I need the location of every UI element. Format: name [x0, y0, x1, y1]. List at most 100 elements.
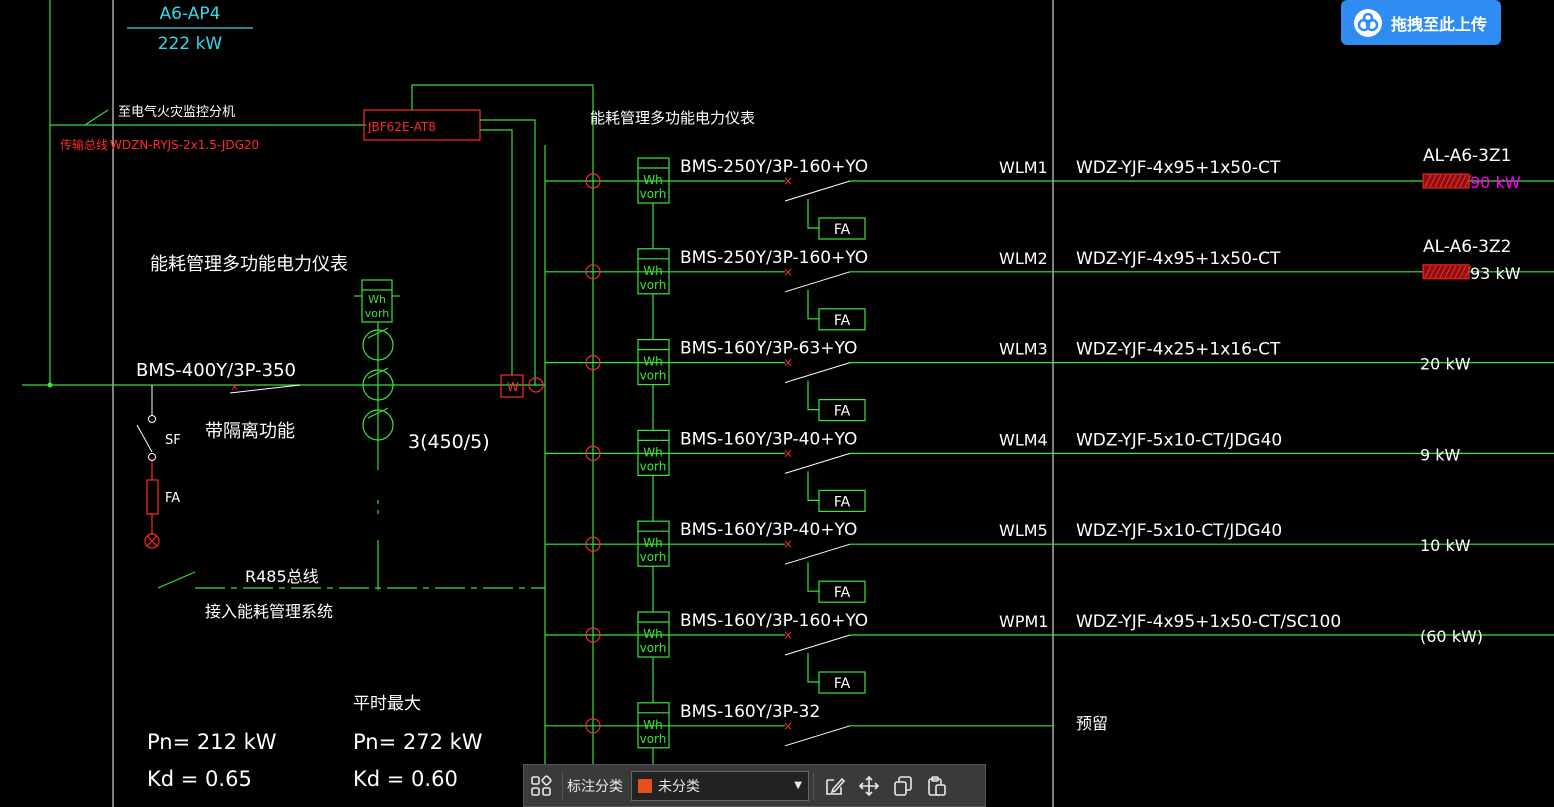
- meter-wh: Wh: [643, 355, 662, 369]
- ct-marker: [585, 445, 601, 461]
- circuit-id: WLM2: [999, 249, 1048, 268]
- breaker-x-mark: ×: [783, 446, 793, 460]
- hatch-line: [1459, 174, 1467, 188]
- fa-link-line: [807, 653, 819, 683]
- fa-box-label: FA: [834, 676, 851, 692]
- hatch-line: [1464, 265, 1472, 279]
- meter-wh: Wh: [643, 536, 662, 550]
- fa-box-label: FA: [834, 585, 851, 601]
- fa-link-line: [807, 471, 819, 501]
- normal-max-label: 平时最大: [353, 694, 421, 714]
- fa-link-line: [807, 199, 819, 229]
- w-box: [500, 374, 524, 398]
- kd-max: Kd = 0.60: [353, 767, 458, 791]
- fa-box: [818, 308, 866, 331]
- category-value: 未分类: [658, 778, 700, 795]
- upload-button[interactable]: 拖拽至此上传: [1341, 0, 1501, 45]
- feeder-node: [47, 382, 53, 388]
- sf-label: SF: [165, 433, 181, 448]
- circuit-id: WLM3: [999, 340, 1048, 359]
- ct-marker: [585, 718, 601, 734]
- isolation-label: 带隔离功能: [205, 421, 295, 442]
- edit-icon: [826, 777, 846, 795]
- fa-box-label: FA: [834, 404, 851, 420]
- rs485-tick: [157, 571, 196, 589]
- fa-link-line: [807, 562, 819, 592]
- hatch-line: [1464, 174, 1472, 188]
- move-button[interactable]: [852, 769, 886, 803]
- move-icon: [858, 775, 880, 796]
- chevron-down-icon: ▼: [794, 780, 802, 791]
- circuit-load: 93 kW: [1470, 264, 1521, 283]
- meter-wh: Wh: [643, 264, 662, 278]
- fa-box-label: FA: [834, 494, 851, 510]
- breaker-x-mark: ×: [783, 719, 793, 733]
- module-box: [363, 109, 481, 141]
- w-circle: [528, 377, 544, 393]
- ct-marker: [585, 264, 601, 280]
- circuit-breaker-label: BMS-160Y/3P-40+YO: [680, 520, 857, 540]
- circuit-load: 10 kW: [1420, 536, 1471, 555]
- ct-marker: [585, 627, 601, 643]
- module-link-w: [480, 129, 513, 375]
- hatch-line: [1439, 174, 1447, 188]
- svg-text:Wh: Wh: [368, 293, 386, 306]
- meter-vorh: vorh: [640, 641, 667, 655]
- toolbar-divider: [562, 771, 563, 800]
- fa-box: [818, 489, 866, 512]
- meter-title-left: 能耗管理多功能电力仪表: [150, 254, 348, 275]
- meter-vorh: vorh: [640, 187, 667, 201]
- circuit-cable: WDZ-YJF-4x25+1x16-CT: [1076, 340, 1281, 360]
- breaker-x-mark: ×: [783, 537, 793, 551]
- circuit-breaker-label: BMS-160Y/3P-40+YO: [680, 429, 857, 449]
- circuit-id: WLM4: [999, 430, 1048, 449]
- meter-vorh: vorh: [640, 732, 667, 746]
- w-box-label: W: [507, 380, 519, 394]
- meter-vorh: vorh: [640, 459, 667, 473]
- copy-button[interactable]: [886, 769, 920, 803]
- circuit-cable: WDZ-YJF-4x95+1x50-CT: [1076, 249, 1281, 269]
- circuit-load: (60 kW): [1420, 627, 1483, 646]
- circuit-cable: WDZ-YJF-4x95+1x50-CT: [1076, 158, 1281, 178]
- category-select[interactable]: 未分类 ▼: [631, 770, 809, 801]
- bus-line-label: 传输总线: [60, 137, 108, 152]
- panel-name: A6-AP4: [160, 4, 221, 24]
- hatch-line: [1444, 265, 1452, 279]
- breaker-blade: [784, 634, 851, 656]
- circuit-cable: 预留: [1076, 714, 1108, 733]
- fa-box: [818, 580, 866, 603]
- circuit-breaker-label: BMS-250Y/3P-160+YO: [680, 248, 868, 268]
- pn-max: Pn= 272 kW: [353, 730, 483, 754]
- circuit-breaker-label: BMS-160Y/3P-63+YO: [680, 339, 857, 359]
- circuit-id: WLM1: [999, 158, 1048, 177]
- left-meter-box: Wh vorh: [354, 279, 400, 323]
- meter-title-top: 能耗管理多功能电力仪表: [590, 109, 755, 127]
- annotation-toolbar: 标注分类 未分类 ▼: [523, 764, 986, 807]
- grid-button[interactable]: [524, 769, 558, 803]
- breaker-x-mark: ×: [783, 265, 793, 279]
- breaker-x-mark: ×: [783, 174, 793, 188]
- ct-marker: [585, 536, 601, 552]
- circuit-cable: WDZ-YJF-5x10-CT/JDG40: [1076, 521, 1282, 541]
- circuit-breaker-label: BMS-160Y/3P-32: [680, 702, 820, 722]
- circuit-cable: WDZ-YJF-5x10-CT/JDG40: [1076, 430, 1282, 450]
- paste-button[interactable]: [920, 769, 954, 803]
- ct-marker: [585, 173, 601, 189]
- fa-box: [818, 671, 866, 694]
- fa-box-label: FA: [834, 222, 851, 238]
- hatch-line: [1449, 174, 1457, 188]
- ct-circle-1: [362, 329, 394, 361]
- circuit-load: 90 kW: [1470, 173, 1521, 192]
- fa-link-line: [807, 380, 819, 411]
- edit-button[interactable]: [818, 769, 852, 803]
- circuit-destination: AL-A6-3Z1: [1423, 146, 1511, 166]
- circuit-cable: WDZ-YJF-4x95+1x50-CT/SC100: [1076, 612, 1341, 632]
- meter-wh: Wh: [643, 627, 662, 641]
- hatch-line: [1434, 174, 1442, 188]
- circuit-id: WPM1: [999, 612, 1048, 631]
- sf-branch: [136, 385, 160, 549]
- monitor-text: 至电气火灾监控分机: [118, 104, 235, 120]
- meter-vorh: vorh: [640, 278, 667, 292]
